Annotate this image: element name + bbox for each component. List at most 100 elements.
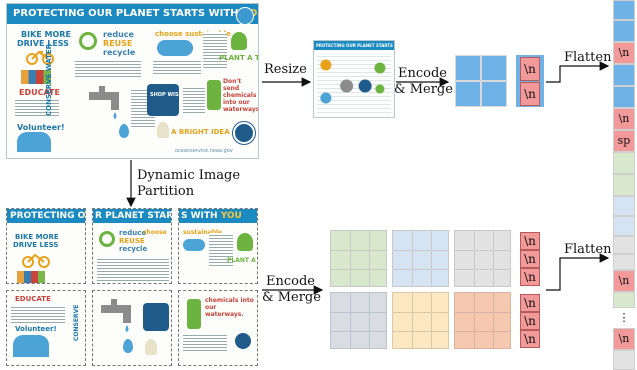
image-tile: R PLANET STARTS reduce REUSE recycle cho… [92, 208, 172, 284]
partitioned-tiles: PROTECTING OU BIKE MORE DRIVE LESS R PLA… [6, 208, 258, 366]
token-cell [481, 55, 507, 81]
faucet-icon [89, 86, 119, 119]
hands-icon [13, 335, 49, 357]
newline-token: \n [520, 268, 540, 286]
tree-icon [237, 233, 253, 251]
shop-body-text [183, 86, 205, 114]
water-drop-icon [123, 339, 133, 353]
seq-token-green [613, 174, 635, 196]
dynamic-partition-line1: Dynamic Image [137, 168, 241, 183]
seq-token-newline: \n [613, 108, 635, 130]
flatten-top-arrow [546, 61, 610, 83]
thumbnail-banner: PROTECTING OUR PLANET STARTS WITH YOU [314, 41, 394, 50]
seq-token-ellipsis: ⋮ [613, 308, 635, 328]
shopping-bag-icon [143, 303, 169, 331]
educate-text: EDUCATE [19, 88, 60, 97]
tile-text: chemicals into our waterways. [205, 297, 254, 318]
recycle-icon [79, 32, 97, 50]
tree-icon [231, 32, 247, 50]
plant-a-tree-text: PLANT A TREE [219, 54, 258, 62]
token-cell [481, 81, 507, 107]
tile-text: PLANT A TREE [227, 257, 257, 264]
shopping-bag-icon [147, 84, 179, 116]
tile-banner: PROTECTING OU [7, 209, 85, 223]
bicycle-icon [26, 50, 54, 65]
seq-token-green [613, 292, 635, 308]
dont-send-text: Don't send chemicals into our waterways. [223, 78, 259, 113]
newline-token: \n [520, 312, 540, 330]
volunteer-text: Volunteer! [17, 123, 65, 132]
thumbnail-banner-text: PROTECTING OUR PLANET STARTS WITH [316, 43, 394, 48]
image-tile: chemicals into our waterways. [178, 290, 258, 366]
newline-token: \n [520, 232, 540, 250]
seq-token-blue [613, 0, 635, 20]
dynamic-partition-line2: Partition [137, 184, 195, 199]
tile-body-text [183, 333, 227, 353]
seafood-icon [157, 40, 193, 56]
light-bulb-icon [157, 122, 169, 138]
top-token-grid [455, 55, 507, 107]
tile-body-text [209, 233, 233, 267]
seq-token-newline: \n [613, 270, 635, 292]
water-drop-icon [119, 124, 129, 138]
tile-body-text [11, 305, 65, 323]
noaa-logo-icon [235, 333, 251, 349]
educate-body-text [15, 98, 59, 118]
encode-merge-top-line2: & Merge [394, 82, 453, 97]
flatten-bottom-label: Flatten [564, 242, 612, 257]
seq-token-lightblue [613, 196, 635, 216]
books-icon [21, 70, 51, 84]
image-tile: PROTECTING OU BIKE MORE DRIVE LESS [6, 208, 86, 284]
flatten-bottom-arrow [546, 253, 610, 291]
resize-label: Resize [264, 62, 307, 77]
tile-text: recycle [119, 245, 148, 253]
shop-wisely-text: SHOP WISELY [150, 92, 188, 98]
tile-body-text [97, 257, 169, 281]
newline-token: \n [520, 250, 540, 268]
seq-token-newline: \n [613, 42, 635, 64]
encode-merge-top-line1: Encode [398, 66, 447, 81]
encode-merge-bottom-line2: & Merge [262, 290, 321, 305]
seq-token-green [613, 152, 635, 174]
books-icon [17, 271, 45, 283]
bike-more-text: BIKE MORE [21, 30, 71, 39]
light-bulb-icon [145, 339, 157, 355]
encode-merge-bottom-line1: Encode [266, 274, 315, 289]
seq-token-blue [613, 20, 635, 42]
seq-token-newline: \n [613, 328, 635, 350]
tile-banner: S WITH YOU [179, 209, 257, 223]
flatten-top-label: Flatten [564, 50, 612, 65]
tile-text: EDUCATE [15, 295, 51, 303]
seq-token-separator: sp [613, 130, 635, 152]
token-grid-gray-bottom [330, 292, 387, 349]
tile-text: Volunteer! [15, 325, 57, 333]
token-grid-lightblue [392, 230, 449, 287]
thumbnail-content [317, 53, 391, 113]
seq-token-gray [613, 350, 635, 370]
top-newline-tokens: \n \n [516, 55, 544, 107]
poster-banner-text: PROTECTING OUR PLANET STARTS WITH [13, 8, 239, 19]
token-grid-gray-top [454, 230, 511, 287]
noaa-logo-icon [233, 122, 255, 144]
newline-token: \n [520, 294, 540, 312]
seq-token-lightblue [613, 216, 635, 236]
image-tile [92, 290, 172, 366]
seq-token-blue [613, 64, 635, 86]
tile-text: choose [143, 229, 167, 236]
bottom-newline-tokens: \n \n \n \n \n \n [518, 230, 544, 349]
bright-idea-text: A BRIGHT IDEA [171, 128, 230, 136]
seq-token-gray [613, 254, 635, 270]
bottom-token-grids [330, 230, 512, 362]
chemical-bottle-icon [207, 80, 221, 110]
tile-text: BIKE MORE [15, 233, 59, 241]
newline-token: \n [520, 57, 540, 81]
hands-icon [17, 132, 51, 152]
tile-text: REUSE [119, 237, 145, 245]
token-cell [455, 81, 481, 107]
tile-banner: R PLANET STARTS [93, 209, 171, 223]
seafood-body-text [153, 59, 201, 75]
image-tile: S WITH YOU sustainable PLANT A TREE [178, 208, 258, 284]
resized-thumbnail: PROTECTING OUR PLANET STARTS WITH YOU [313, 40, 395, 118]
